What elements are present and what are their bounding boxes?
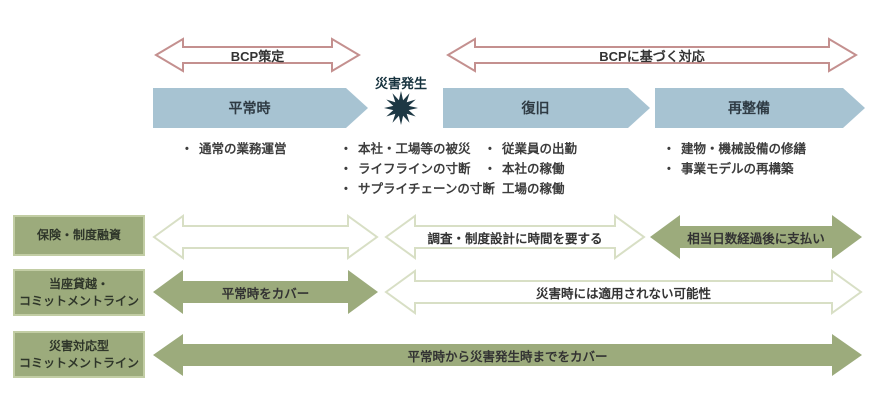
bullet-item: • 本社・工場等の被災 [344, 139, 495, 159]
bullet-dot: • [667, 163, 671, 175]
bullet-text: 従業員の出勤 [502, 142, 578, 156]
bullet-text: 本社・工場等の被災 [358, 142, 471, 156]
double-arrow-shape [650, 215, 862, 259]
bullet-item: • 工場の稼働 [488, 179, 577, 199]
row-label-line: 保険・制度融資 [36, 228, 121, 243]
disaster-burst-icon [384, 91, 418, 125]
bullet-column-normal: • 通常の業務運営 [185, 139, 287, 159]
double-arrow-shape [153, 270, 378, 314]
phase-arrow-shape [443, 88, 650, 128]
bullet-dot: • [488, 183, 492, 195]
finance-row-label-insurance: 保険・制度融資 [13, 215, 145, 256]
bullet-column-recovery: • 従業員の出勤 • 本社の稼働 • 工場の稼働 [488, 139, 577, 199]
bullet-item: • ライフラインの寸断 [344, 159, 495, 179]
phase-arrow-rebuild: 再整備 [655, 88, 865, 128]
bullet-text: 工場の稼働 [502, 182, 565, 196]
phase-arrow-shape [655, 88, 865, 128]
phase-arrow-recovery: 復旧 [443, 88, 650, 128]
bullet-dot: • [488, 163, 492, 175]
bullet-text: サプライチェーンの寸断 [358, 182, 495, 196]
bullet-column-disaster: • 本社・工場等の被災 • ライフラインの寸断 • サプライチェーンの寸断 [344, 139, 495, 199]
row-label-line: コミットメントライン [18, 355, 139, 370]
finance-arrow-overdraft-normal-cover: 平常時をカバー [153, 270, 378, 314]
double-arrow-shape [446, 37, 858, 73]
bullet-text: 事業モデルの再構築 [681, 162, 794, 176]
finance-arrow-overdraft-not-applicable: 災害時には適用されない可能性 [384, 269, 863, 315]
bullet-item: • 通常の業務運営 [185, 139, 287, 159]
finance-arrow-insurance-payout: 相当日数経過後に支払い [650, 215, 862, 259]
phase-arrow-shape [153, 88, 368, 128]
finance-arrow-insurance-design-time: 調査・制度設計に時間を要する [384, 214, 646, 260]
double-arrow-shape [384, 269, 863, 315]
double-arrow-shape [154, 37, 361, 73]
starburst-shape [384, 91, 418, 125]
bullet-item: • 建物・機械設備の修繕 [667, 139, 806, 159]
bullet-dot: • [344, 163, 348, 175]
bullet-item: • 本社の稼働 [488, 159, 577, 179]
row-label-line: 災害対応型 [48, 339, 109, 354]
finance-row-label-disaster-commitment: 災害対応型 コミットメントライン [13, 331, 145, 378]
double-arrow-shape [152, 214, 379, 260]
row-label-line: コミットメントライン [18, 293, 139, 308]
bullet-item: • サプライチェーンの寸断 [344, 179, 495, 199]
bullet-text: 本社の稼働 [502, 162, 565, 176]
bullet-text: ライフラインの寸断 [358, 162, 471, 176]
bcp-plan-arrow: BCP策定 [154, 37, 361, 73]
bullet-dot: • [185, 143, 189, 155]
bullet-text: 建物・機械設備の修繕 [681, 142, 807, 156]
bullet-item: • 事業モデルの再構築 [667, 159, 806, 179]
bullet-dot: • [667, 143, 671, 155]
phase-arrow-normal: 平常時 [153, 88, 368, 128]
bullet-column-rebuild: • 建物・機械設備の修繕 • 事業モデルの再構築 [667, 139, 806, 179]
bullet-dot: • [344, 143, 348, 155]
finance-row-label-overdraft: 当座貸越・ コミットメントライン [13, 269, 145, 316]
bullet-dot: • [344, 183, 348, 195]
double-arrow-shape [384, 214, 646, 260]
disaster-label: 災害発生 [374, 76, 427, 91]
double-arrow-shape [153, 334, 862, 376]
finance-arrow-disaster-commitment-cover: 平常時から災害発生時までをカバー [153, 334, 862, 376]
bullet-text: 通常の業務運営 [199, 142, 287, 156]
bcp-response-arrow: BCPに基づく対応 [446, 37, 858, 73]
row-label-line: 当座貸越・ [48, 277, 109, 292]
bullet-item: • 従業員の出勤 [488, 139, 577, 159]
finance-arrow-insurance-blank [152, 214, 379, 260]
bullet-dot: • [488, 143, 492, 155]
